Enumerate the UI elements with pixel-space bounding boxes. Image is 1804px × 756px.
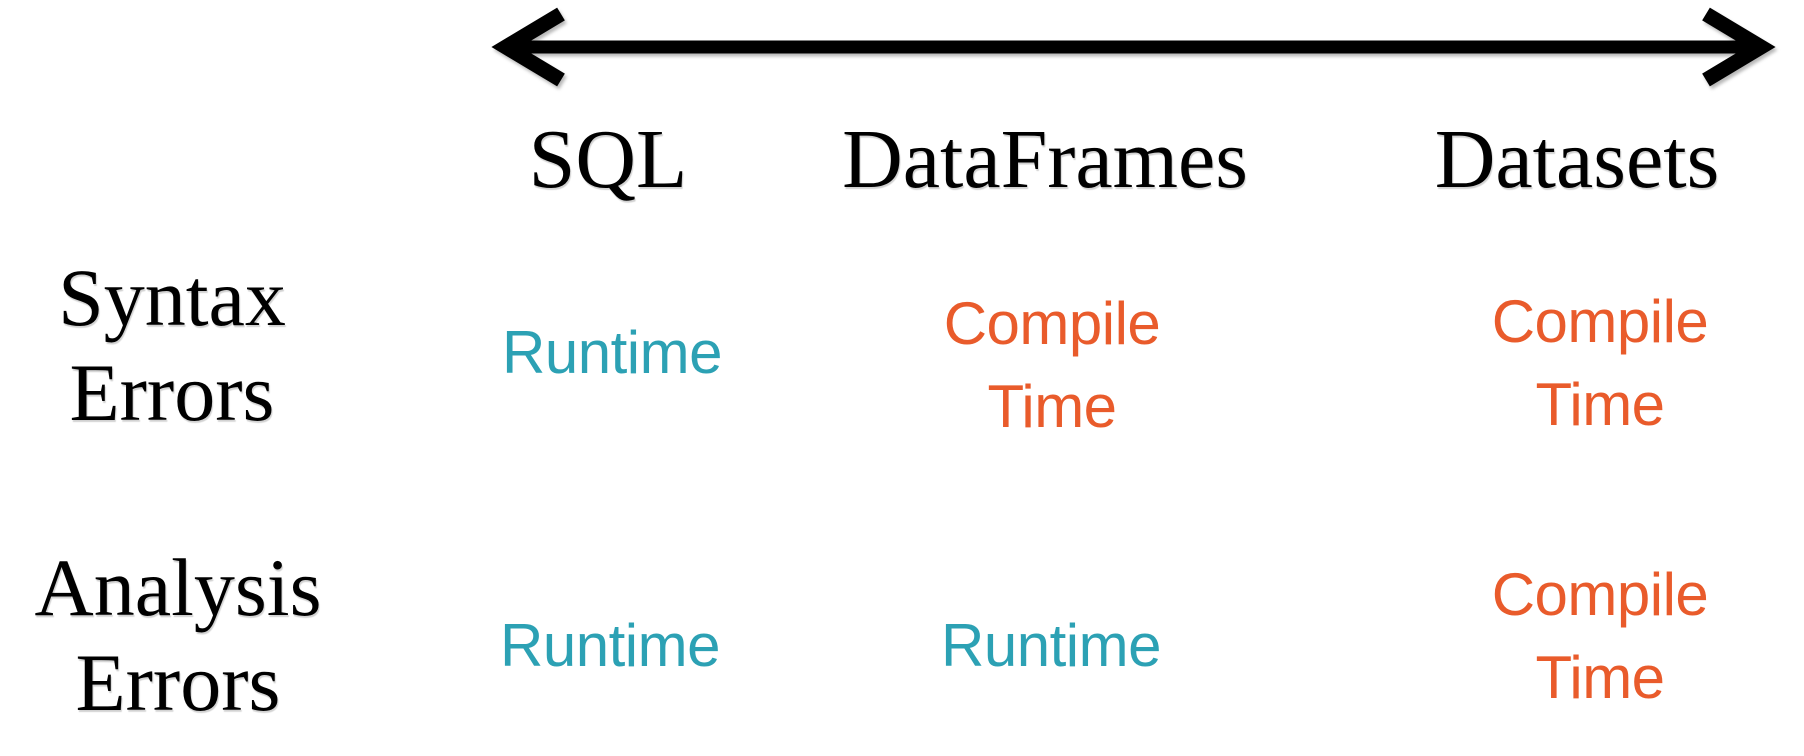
cell-analysis-dataframes: Runtime: [941, 612, 1161, 679]
column-header-dataframes: DataFrames: [842, 113, 1248, 206]
cell-syntax-sql: Runtime: [502, 319, 722, 386]
column-header-datasets: Datasets: [1434, 113, 1720, 206]
cell-analysis-sql: Runtime: [500, 612, 720, 679]
bidirectional-arrow-icon: [491, 7, 1776, 87]
column-header-sql: SQL: [528, 113, 688, 206]
